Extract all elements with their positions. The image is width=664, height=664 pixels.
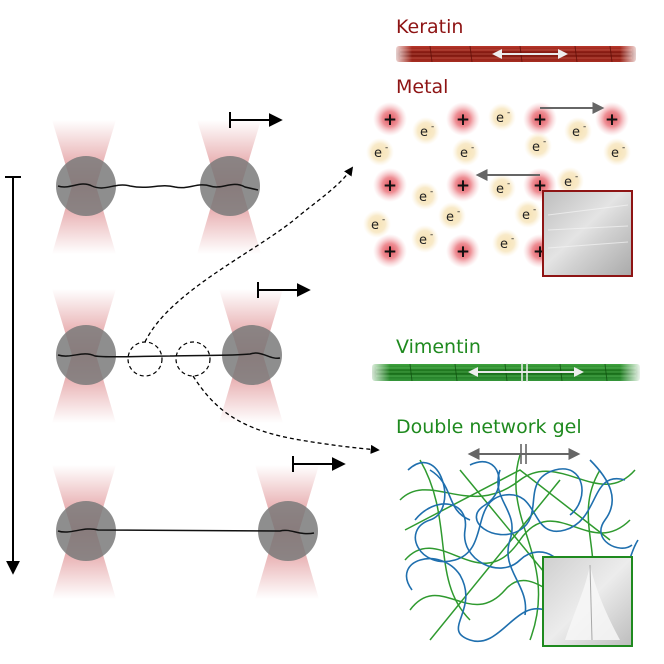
ion-plus-sign: + — [383, 242, 397, 262]
electron-symbol: e — [611, 146, 619, 161]
electron-charge: - — [457, 207, 460, 217]
ion-plus-sign: + — [456, 176, 470, 196]
vimentin-label: Vimentin — [396, 338, 481, 357]
keratin-fiber — [392, 44, 640, 64]
electron-symbol: e — [572, 125, 580, 140]
electron-symbol: e — [564, 175, 572, 190]
electron-charge: - — [430, 187, 433, 197]
electron-charge: - — [431, 122, 434, 132]
electron-symbol: e — [419, 233, 427, 248]
electron-symbol: e — [420, 125, 428, 140]
vimentin-fiber — [368, 362, 642, 383]
trapped-bead — [56, 325, 116, 385]
gel-label: Double network gel — [396, 418, 582, 437]
electron-charge: - — [507, 179, 510, 189]
trapped-bead — [56, 501, 116, 561]
metal-label: Metal — [396, 78, 448, 97]
trap-row-3 — [52, 456, 343, 599]
ion-plus-sign: + — [383, 176, 397, 196]
electron-charge: - — [382, 215, 385, 225]
electron-charge: - — [511, 234, 514, 244]
ion-plus-sign: + — [456, 110, 470, 130]
gel-sample-photo — [543, 557, 632, 646]
trapped-bead — [56, 156, 116, 216]
electron-charge: - — [543, 137, 546, 147]
electron-symbol: e — [500, 237, 508, 252]
electron-charge: - — [575, 172, 578, 182]
ion-plus-sign: + — [533, 110, 547, 130]
electron-symbol: e — [374, 146, 382, 161]
electron-charge: - — [507, 108, 510, 118]
trap-row-1 — [52, 112, 280, 254]
metal-sample-photo — [543, 191, 632, 276]
electron-symbol: e — [496, 182, 504, 197]
electron-charge: - — [471, 143, 474, 153]
electron-symbol: e — [419, 190, 427, 205]
electron-charge: - — [385, 143, 388, 153]
electron-symbol: e — [496, 111, 504, 126]
ion-plus-sign: + — [383, 110, 397, 130]
trap-row-2 — [52, 282, 308, 423]
electron-symbol: e — [532, 140, 540, 155]
zoom-circle — [128, 342, 162, 376]
ion-plus-sign: + — [456, 242, 470, 262]
electron-symbol: e — [371, 218, 379, 233]
electron-symbol: e — [446, 210, 454, 225]
electron-symbol: e — [522, 208, 530, 223]
electron-charge: - — [583, 122, 586, 132]
keratin-label: Keratin — [396, 18, 463, 37]
zoom-arrow-lower — [193, 376, 378, 450]
electron-symbol: e — [460, 146, 468, 161]
ion-plus-sign: + — [605, 110, 619, 130]
electron-charge: - — [533, 205, 536, 215]
time-axis-arrow — [5, 177, 21, 572]
zoom-circle — [176, 342, 210, 376]
electron-charge: - — [430, 230, 433, 240]
electron-charge: - — [622, 143, 625, 153]
